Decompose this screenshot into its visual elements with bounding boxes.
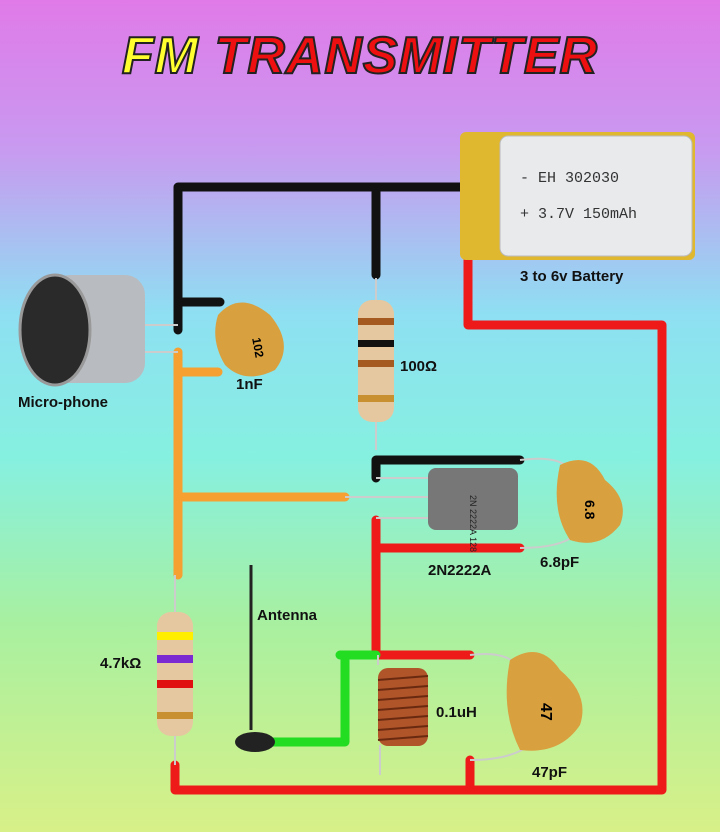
transistor-label: 2N2222A bbox=[428, 562, 492, 579]
microphone bbox=[18, 273, 145, 387]
capacitor-6-8pf: 6.8 bbox=[556, 460, 623, 543]
diagram-title: FM TRANSMITTER bbox=[121, 26, 599, 86]
svg-text:102: 102 bbox=[249, 337, 266, 359]
capacitor-1nf: 102 bbox=[215, 302, 284, 377]
capacitor-47pf: 47 bbox=[506, 652, 583, 751]
svg-text:- EH 302030: - EH 302030 bbox=[520, 170, 619, 187]
cap-6-8pf-label: 6.8pF bbox=[540, 554, 580, 571]
antenna bbox=[235, 565, 275, 752]
svg-text:2N 2222A 128: 2N 2222A 128 bbox=[468, 495, 478, 552]
coil-0-1uh bbox=[377, 668, 429, 746]
resistor-4-7k-label: 4.7kΩ bbox=[100, 655, 142, 672]
coil-label: 0.1uH bbox=[436, 704, 477, 721]
wire-orange bbox=[173, 347, 350, 580]
resistor-4-7k bbox=[157, 612, 193, 736]
resistor-100-label: 100Ω bbox=[400, 358, 438, 375]
cap-47pf-label: 47pF bbox=[532, 764, 568, 781]
cap-1nf-label: 1nF bbox=[236, 376, 263, 393]
svg-text:47: 47 bbox=[537, 703, 554, 721]
battery: - EH 302030 + 3.7V 150mAh bbox=[460, 132, 695, 260]
wire-green bbox=[267, 650, 381, 747]
microphone-label: Micro-phone bbox=[18, 394, 108, 411]
wire-black bbox=[173, 182, 525, 483]
battery-label: 3 to 6v Battery bbox=[520, 268, 624, 285]
svg-text:+ 3.7V 150mAh: + 3.7V 150mAh bbox=[520, 206, 637, 223]
svg-text:6.8: 6.8 bbox=[582, 500, 598, 520]
antenna-label: Antenna bbox=[257, 607, 317, 624]
resistor-100-ohm bbox=[358, 278, 394, 422]
transistor-2n2222a: 2N 2222A 128 bbox=[428, 468, 518, 552]
